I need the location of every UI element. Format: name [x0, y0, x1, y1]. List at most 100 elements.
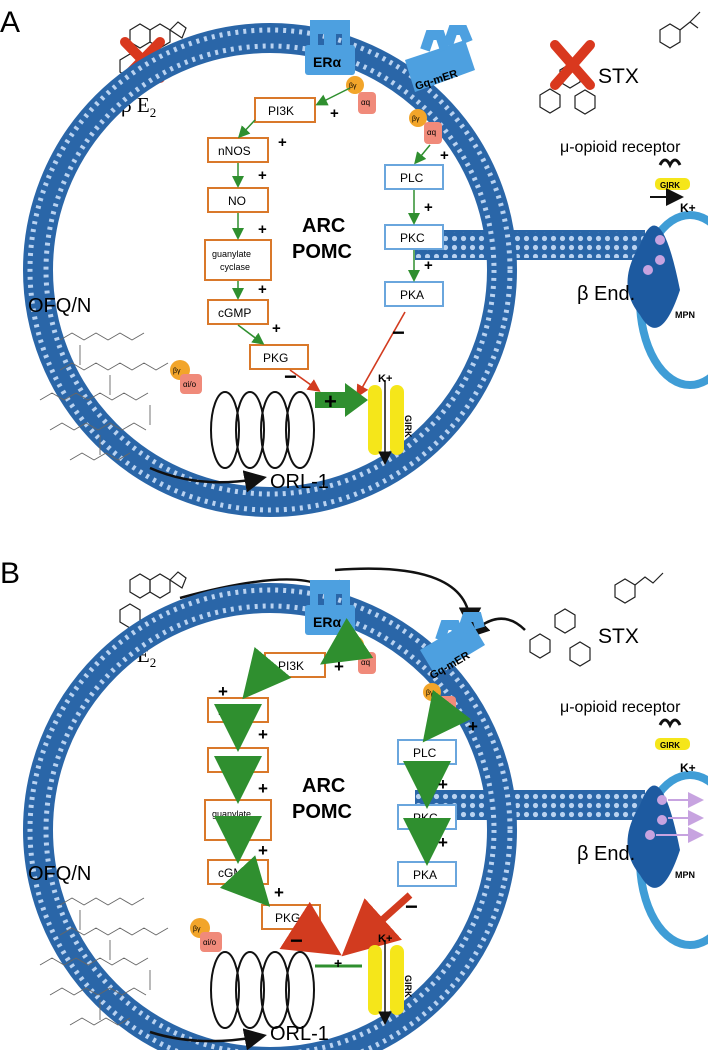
- girk-channel: [368, 380, 404, 465]
- aq-label: αq: [427, 128, 436, 137]
- plus-sign: +: [334, 657, 344, 676]
- cgmp-label: cGMP: [218, 866, 251, 880]
- ofq-peptide-molecule: [39, 332, 169, 461]
- beta-end-label: β End.: [577, 283, 635, 305]
- pka-inhibit-arrow: [356, 311, 406, 398]
- ofq-peptide-molecule: [39, 897, 169, 1026]
- girk-label: GIRK: [403, 975, 413, 998]
- right-chain-plus-signs: + + +: [438, 717, 478, 852]
- g-protein-gqmer: βγ αq: [409, 109, 442, 144]
- nnos-label: nNOS: [218, 144, 251, 158]
- cyclase-label: cyclase: [220, 822, 250, 832]
- plc-box: [397, 739, 457, 765]
- plc-box: [384, 164, 444, 190]
- minus-sign: −: [284, 364, 297, 389]
- minus-sign: −: [392, 320, 405, 345]
- pi3k-box: [254, 97, 316, 123]
- orl1-receptor: [210, 391, 315, 469]
- center-pomc: POMC: [292, 241, 352, 263]
- membrane-lipids-outer: [27, 27, 513, 513]
- right-chain-plus-signs: + + +: [424, 147, 449, 274]
- left-chain-arrows: [214, 618, 374, 907]
- big-plus-sign: +: [324, 389, 337, 414]
- right-chain-arrows: [403, 689, 471, 866]
- estradiol-gqmer-arrow: [334, 567, 482, 630]
- plus-sign: +: [440, 147, 449, 164]
- girk-terminal-label: GIRK: [660, 741, 680, 750]
- plus-sign: +: [218, 682, 228, 701]
- right-chain: PLC PKC PKA: [397, 739, 457, 887]
- mu-receptor-label: μ-opioid receptor: [560, 139, 681, 156]
- guanylate-label: guanylate: [212, 249, 251, 259]
- gqmer-receptor: [420, 612, 485, 675]
- no-label: NO: [228, 754, 246, 768]
- era-label: ERα: [313, 54, 341, 70]
- plus-sign: +: [258, 281, 267, 298]
- orl-label: ORL-1: [270, 471, 329, 493]
- plc-label: PLC: [400, 171, 424, 185]
- pi3k-label: PI3K: [278, 659, 304, 673]
- panel-letter: B: [0, 557, 20, 590]
- girk-activation-arrow: [315, 383, 368, 417]
- girk-terminal: GIRK: [650, 158, 690, 206]
- mpn-terminal: [627, 771, 708, 949]
- membrane-lipids-inner: [43, 603, 497, 1050]
- plc-label: PLC: [413, 746, 437, 760]
- membrane-lipids-outer: [27, 587, 513, 1050]
- bg-label: βγ: [193, 926, 201, 933]
- left-chain-plus-signs: + + + + + +: [218, 657, 344, 902]
- panel-letter: A: [0, 6, 20, 39]
- orl-label: ORL-1: [270, 1023, 329, 1045]
- right-chain-arrows: [408, 144, 431, 282]
- g-protein-orl: βγ αi/o: [190, 918, 222, 952]
- ofq-binding-arrow: [149, 466, 267, 493]
- panel-a: A 17β E2 STX: [0, 6, 708, 517]
- era-label: ERα: [313, 614, 341, 630]
- pkc-label: PKC: [413, 811, 438, 825]
- pkg-inhibit-arrow: [289, 369, 321, 392]
- membrane-lipids-inner: [43, 43, 497, 497]
- bg-label: βγ: [173, 368, 181, 375]
- kplus-terminal: K+: [680, 201, 696, 215]
- gqmer-receptor: [405, 25, 475, 92]
- era-receptor: [305, 20, 355, 75]
- aio-label: αi/o: [203, 938, 217, 947]
- pkc-label: PKC: [400, 231, 425, 245]
- aio-label: αi/o: [183, 380, 197, 389]
- plus-sign: +: [438, 833, 448, 852]
- cross-icon: [550, 40, 595, 90]
- axon-lipids: [415, 232, 645, 258]
- pka-label: PKA: [413, 868, 437, 882]
- plus-sign: +: [468, 717, 478, 736]
- g-protein-orl: βγ αi/o: [170, 360, 202, 394]
- center-arc: ARC: [302, 775, 345, 797]
- girk-terminal-label: GIRK: [660, 181, 680, 190]
- pka-inhibit-arrow: [341, 892, 413, 957]
- g-protein-era: βγ αq: [346, 636, 376, 674]
- plus-sign: +: [258, 841, 268, 860]
- bg-label: βγ: [412, 116, 420, 123]
- no-box: [207, 187, 269, 213]
- release-arrows: [656, 792, 704, 843]
- center-pomc: POMC: [292, 801, 352, 823]
- mpn-terminal: [627, 211, 708, 389]
- pka-box: [384, 281, 444, 307]
- cyclase-label: cyclase: [220, 262, 250, 272]
- pkg-label: PKG: [275, 911, 300, 925]
- cgmp-box: [207, 299, 269, 325]
- plus-sign: +: [258, 221, 267, 238]
- bg-label: βγ: [349, 83, 357, 90]
- girk-terminal: GIRK: [655, 718, 690, 750]
- mpn-label: MPN: [675, 310, 695, 320]
- pka-label: PKA: [400, 288, 424, 302]
- pi3k-label: PI3K: [268, 104, 294, 118]
- right-chain: PLC PKC PKA: [384, 164, 444, 307]
- aq-label: αq: [361, 658, 370, 667]
- left-chain-arrows: [232, 87, 351, 345]
- cell-membrane: [23, 23, 517, 517]
- plus-sign: +: [258, 725, 268, 744]
- nnos-label: nNOS: [218, 704, 251, 718]
- pkc-box: [384, 224, 444, 250]
- girk-channel: [368, 940, 404, 1025]
- bg-label: βγ: [349, 643, 357, 650]
